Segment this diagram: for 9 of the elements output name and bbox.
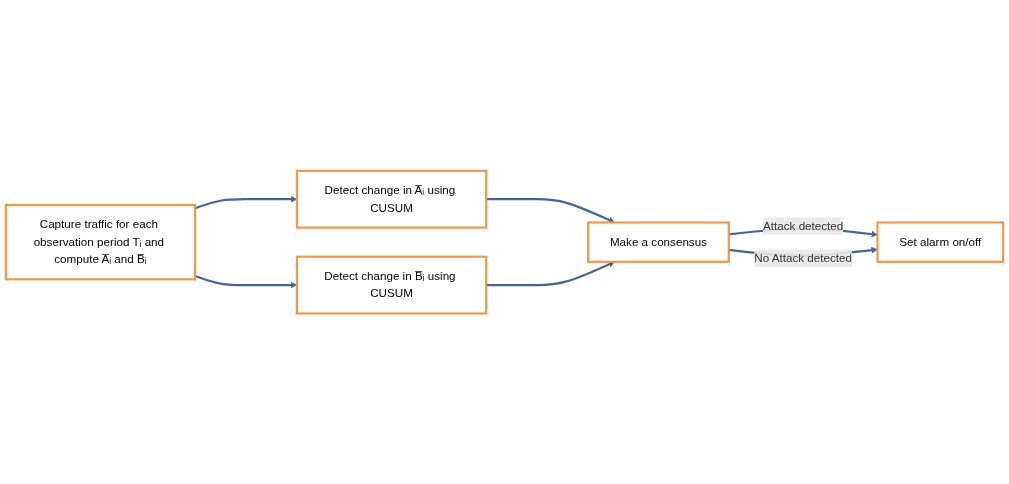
node-box: Set alarm on/off [876,221,1005,263]
node-box: Capture traffic for each observation period Tᵢ and compute A̅ᵢ and B̅ᵢ [4,203,197,281]
arrow [486,261,615,287]
edge-label: No Attack detected [754,251,853,264]
node-box: Detect change in A̅ᵢ using CUSUM [295,169,488,229]
arrow [486,197,615,223]
edge-label: Attack detected [763,219,844,232]
node-box: Make a consensus [586,221,730,263]
node-box: Detect change in B̅ᵢ using CUSUM [295,255,488,315]
